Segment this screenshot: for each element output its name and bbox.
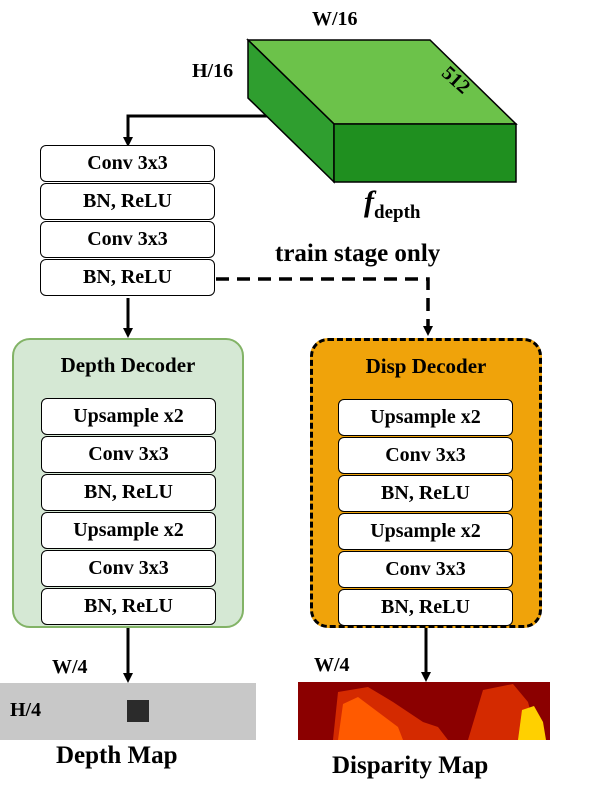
depth-map-patch [127, 700, 149, 722]
disparity-map-hot-region [338, 697, 403, 740]
depth-map-title: Depth Map [56, 742, 178, 769]
shared-layer-bn-relu-2: BN, ReLU [40, 259, 215, 296]
disparity-map-title: Disparity Map [332, 752, 489, 779]
disp-decoder-title: Disp Decoder [365, 354, 487, 378]
tensor-height-label: H/16 [192, 60, 234, 82]
disparity-map-bright-region [518, 706, 546, 740]
disp-decoder-layer-2: Conv 3x3 [338, 437, 513, 474]
disp-decoder-layer-4: Upsample x2 [338, 513, 513, 550]
depth-decoder-layer-2: Conv 3x3 [41, 436, 216, 473]
tensor-name: f [364, 185, 374, 218]
shared-layer-conv-2: Conv 3x3 [40, 221, 215, 258]
feature-tensor-block [246, 38, 518, 184]
depth-decoder-panel: Depth Decoder Upsample x2 Conv 3x3 BN, R… [12, 338, 244, 628]
depth-decoder-layer-5: Conv 3x3 [41, 550, 216, 587]
disp-decoder-layer-5: Conv 3x3 [338, 551, 513, 588]
disp-decoder-panel: Disp Decoder Upsample x2 Conv 3x3 BN, Re… [310, 338, 542, 628]
depth-decoder-layer-4: Upsample x2 [41, 512, 216, 549]
depth-decoder-layer-3: BN, ReLU [41, 474, 216, 511]
arrow-tensor-to-conv [123, 114, 292, 147]
tensor-name-subscript: depth [374, 202, 421, 223]
tensor-name-label: fdepth [364, 185, 420, 224]
arrow-train-only-to-disp-decoder [216, 277, 433, 336]
disparity-map-image [298, 682, 550, 740]
depth-decoder-layer-6: BN, ReLU [41, 588, 216, 625]
disp-decoder-layer-3: BN, ReLU [338, 475, 513, 512]
tensor-width-label: W/16 [312, 8, 358, 30]
depth-decoder-title: Depth Decoder [60, 353, 196, 377]
depth-map-width-label: W/4 [52, 656, 88, 678]
depth-map-image: H/4 [0, 683, 256, 740]
feature-tensor-front-face [333, 123, 517, 183]
disp-decoder-layer-1: Upsample x2 [338, 399, 513, 436]
disp-decoder-layer-6: BN, ReLU [338, 589, 513, 626]
shared-layer-bn-relu-1: BN, ReLU [40, 183, 215, 220]
disparity-map-width-label: W/4 [314, 654, 350, 676]
depth-map-height-label: H/4 [10, 699, 42, 721]
train-stage-only-label: train stage only [275, 240, 441, 267]
shared-layer-conv-1: Conv 3x3 [40, 145, 215, 182]
depth-decoder-layer-1: Upsample x2 [41, 398, 216, 435]
